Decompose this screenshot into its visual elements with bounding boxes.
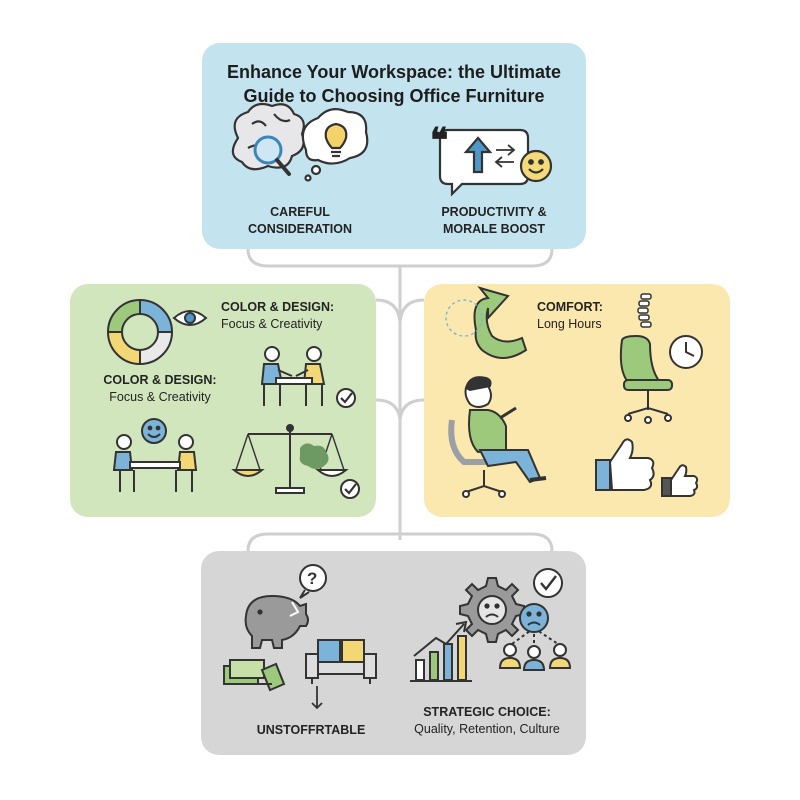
balance-scale-icon — [231, 424, 349, 494]
piggy-bank-icon — [244, 594, 309, 649]
label-subtitle: Focus & Creativity — [221, 317, 323, 331]
color-wheel-icon — [106, 298, 174, 366]
page-title: Enhance Your Workspace: the Ultimate Gui… — [202, 60, 586, 108]
team-network-icon — [498, 603, 572, 671]
person-in-chair-icon — [448, 376, 547, 498]
question-bubble-icon: ? — [299, 564, 327, 599]
clock-icon — [669, 335, 703, 369]
spine-icon — [637, 293, 652, 328]
curved-arrow-icon — [445, 286, 528, 359]
speech-bubble-arrow-icon: ❝ — [430, 121, 553, 197]
label-line: CONSIDERATION — [248, 222, 352, 236]
sofa-icon — [305, 639, 377, 684]
meeting-table-icon — [112, 418, 198, 492]
office-chair-icon — [619, 334, 673, 424]
color-design-label-b: COLOR & DESIGN: Focus & Creativity — [100, 372, 220, 406]
label-title: COMFORT: — [537, 300, 603, 314]
checkmark-circle-icon — [336, 388, 356, 408]
label-subtitle: Focus & Creativity — [109, 390, 211, 404]
checkmark-circle-icon — [340, 479, 360, 499]
strategic-choice-panel — [201, 551, 586, 755]
label-line: PRODUCTIVITY & — [441, 205, 547, 219]
down-arrow-icon — [311, 686, 323, 710]
thumbs-up-icon — [661, 464, 699, 497]
label-line: MORALE BOOST — [442, 222, 546, 236]
title-line-2: Guide to Choosing Office Furniture — [243, 86, 545, 106]
careful-consideration-label: CAREFUL CONSIDERATION — [240, 204, 360, 238]
thumbs-up-icon — [595, 438, 655, 491]
label-subtitle: Long Hours — [537, 317, 602, 331]
label-title: COLOR & DESIGN: — [103, 373, 217, 387]
svg-text:?: ? — [307, 569, 317, 588]
comfort-label: COMFORT: Long Hours — [537, 299, 647, 333]
gear-sad-face-icon — [459, 577, 525, 643]
label-line: CAREFUL — [270, 205, 330, 219]
thought-bubble-lightbulb-icon — [301, 107, 369, 182]
label-title: COLOR & DESIGN: — [221, 300, 335, 314]
strategic-choice-label: STRATEGIC CHOICE: Quality, Retention, Cu… — [400, 704, 574, 738]
svg-text:❝: ❝ — [430, 121, 448, 161]
cash-stack-icon — [223, 659, 286, 692]
color-design-label-a: COLOR & DESIGN: Focus & Creativity — [221, 299, 341, 333]
unstoffrtable-label: UNSTOFFRTABLE — [256, 723, 366, 737]
title-line-1: Enhance Your Workspace: the Ultimate — [226, 62, 562, 82]
bar-chart-growth-icon — [410, 620, 472, 682]
eye-icon — [172, 310, 208, 326]
brain-magnifier-icon — [231, 102, 305, 176]
checkmark-circle-icon — [533, 568, 563, 598]
collaboration-people-icon — [260, 346, 326, 406]
label-subtitle: Quality, Retention, Culture — [414, 722, 560, 736]
productivity-morale-label: PRODUCTIVITY & MORALE BOOST — [424, 204, 564, 238]
label-title: STRATEGIC CHOICE: — [423, 705, 551, 719]
